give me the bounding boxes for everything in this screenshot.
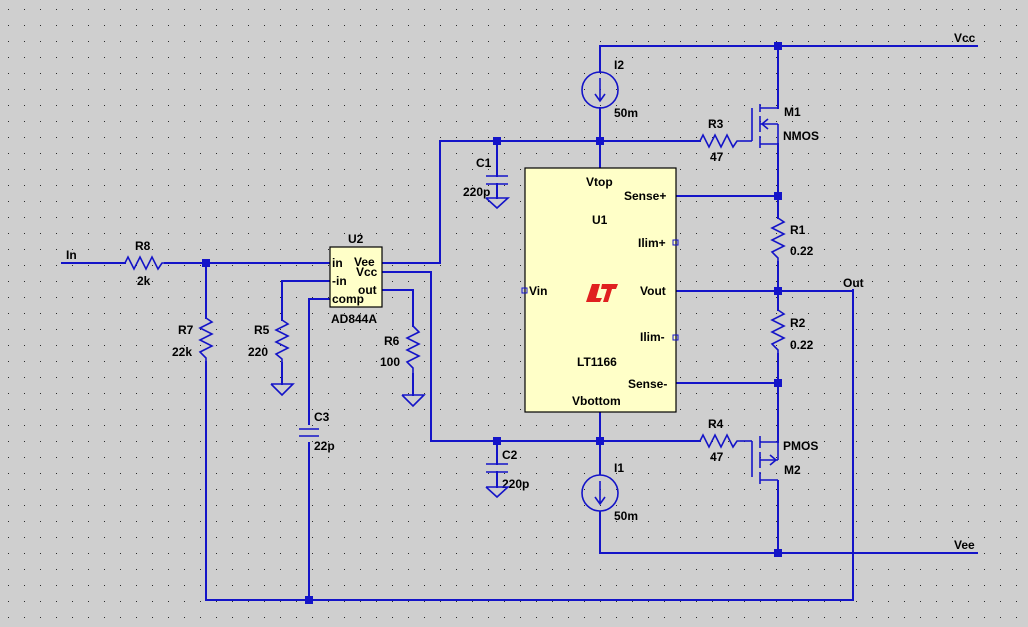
r8-value: 2k — [137, 274, 151, 288]
junctions — [202, 42, 782, 604]
u2-pin-vcc: Vcc — [356, 265, 378, 279]
capacitor-c1[interactable]: C1 220p — [463, 156, 508, 199]
c3-ref: C3 — [314, 410, 330, 424]
grid-dots — [8, 9, 1017, 618]
m2-ref: M2 — [784, 463, 801, 477]
resistor-r4[interactable]: R4 47 — [699, 417, 740, 464]
u1-ref: U1 — [592, 213, 608, 227]
r2-ref: R2 — [790, 316, 806, 330]
u1-pin-vbottom: Vbottom — [572, 394, 621, 408]
linear-technology-logo-icon — [586, 284, 618, 302]
u2-pin-vee: Vee — [354, 255, 375, 269]
c1-ref: C1 — [476, 156, 492, 170]
ground-symbol-r5 — [270, 383, 295, 397]
u2-pin-comp: comp — [332, 292, 364, 306]
u2-ref: U2 — [348, 232, 364, 246]
capacitor-c3[interactable]: C3 22p — [299, 410, 335, 453]
c3-value: 22p — [314, 439, 335, 453]
u1-part: LT1166 — [577, 355, 617, 369]
net-label-vcc: Vcc — [954, 31, 976, 45]
opamp-u2[interactable]: U2 in -in comp Vee Vcc out AD844A — [329, 232, 383, 326]
i2-value: 50m — [614, 106, 638, 120]
r6-ref: R6 — [384, 334, 400, 348]
u1-pin-vtop: Vtop — [586, 175, 613, 189]
ground-symbol-r6 — [401, 394, 426, 408]
r2-value: 0.22 — [790, 338, 814, 352]
wires — [61, 45, 978, 601]
c1-value: 220p — [463, 185, 490, 199]
c2-value: 220p — [502, 477, 529, 491]
net-label-in: In — [66, 248, 77, 262]
u2-part: AD844A — [331, 312, 377, 326]
net-label-out: Out — [843, 276, 864, 290]
current-source-i1[interactable]: I1 50m — [581, 461, 638, 523]
r1-value: 0.22 — [790, 244, 814, 258]
r4-value: 47 — [710, 450, 724, 464]
u2-pin-in: in — [332, 256, 343, 270]
ground-symbol-c1 — [485, 197, 511, 210]
r7-ref: R7 — [178, 323, 194, 337]
u1-pin-sense-minus: Sense- — [628, 377, 667, 391]
ic-u1[interactable]: Vtop U1 Sense+ Ilim+ Vin Vout Ilim- LT11… — [521, 167, 679, 413]
current-source-i2[interactable]: I2 50m — [581, 58, 638, 120]
u1-pin-vin: Vin — [529, 284, 547, 298]
u2-pin-minus-in: -in — [332, 274, 347, 288]
m1-ref: M1 — [784, 105, 801, 119]
i1-value: 50m — [614, 509, 638, 523]
u2-pin-out: out — [358, 283, 377, 297]
u1-pin-vout: Vout — [640, 284, 666, 298]
r3-value: 47 — [710, 150, 724, 164]
i1-ref: I1 — [614, 461, 624, 475]
resistor-r7[interactable]: R7 22k — [172, 317, 214, 362]
resistor-r1[interactable]: R1 0.22 — [770, 217, 814, 262]
c2-ref: C2 — [502, 448, 518, 462]
r6-value: 100 — [380, 355, 400, 369]
m1-model: NMOS — [783, 129, 819, 143]
r7-value: 22k — [172, 345, 192, 359]
r8-ref: R8 — [135, 239, 151, 253]
mosfet-m2[interactable]: PMOS M2 — [740, 436, 818, 484]
resistor-r8[interactable]: R8 2k — [124, 239, 165, 288]
capacitor-c2[interactable]: C2 220p — [486, 448, 529, 491]
r3-ref: R3 — [708, 117, 724, 131]
mosfet-m1[interactable]: M1 NMOS — [740, 104, 819, 148]
i2-ref: I2 — [614, 58, 624, 72]
resistor-r5[interactable]: R5 220 — [248, 319, 290, 363]
u1-pin-ilim-plus: Ilim+ — [638, 236, 666, 250]
r5-value: 220 — [248, 345, 268, 359]
u1-pin-sense-plus: Sense+ — [624, 189, 666, 203]
m2-model: PMOS — [783, 439, 818, 453]
r5-ref: R5 — [254, 323, 270, 337]
ground-symbol-c2 — [485, 486, 511, 499]
resistor-r6[interactable]: R6 100 — [380, 325, 421, 374]
r4-ref: R4 — [708, 417, 724, 431]
r1-ref: R1 — [790, 223, 806, 237]
net-label-vee: Vee — [954, 538, 975, 552]
u1-pin-ilim-minus: Ilim- — [640, 330, 665, 344]
resistor-r3[interactable]: R3 47 — [699, 117, 740, 164]
resistor-r2[interactable]: R2 0.22 — [770, 309, 814, 354]
